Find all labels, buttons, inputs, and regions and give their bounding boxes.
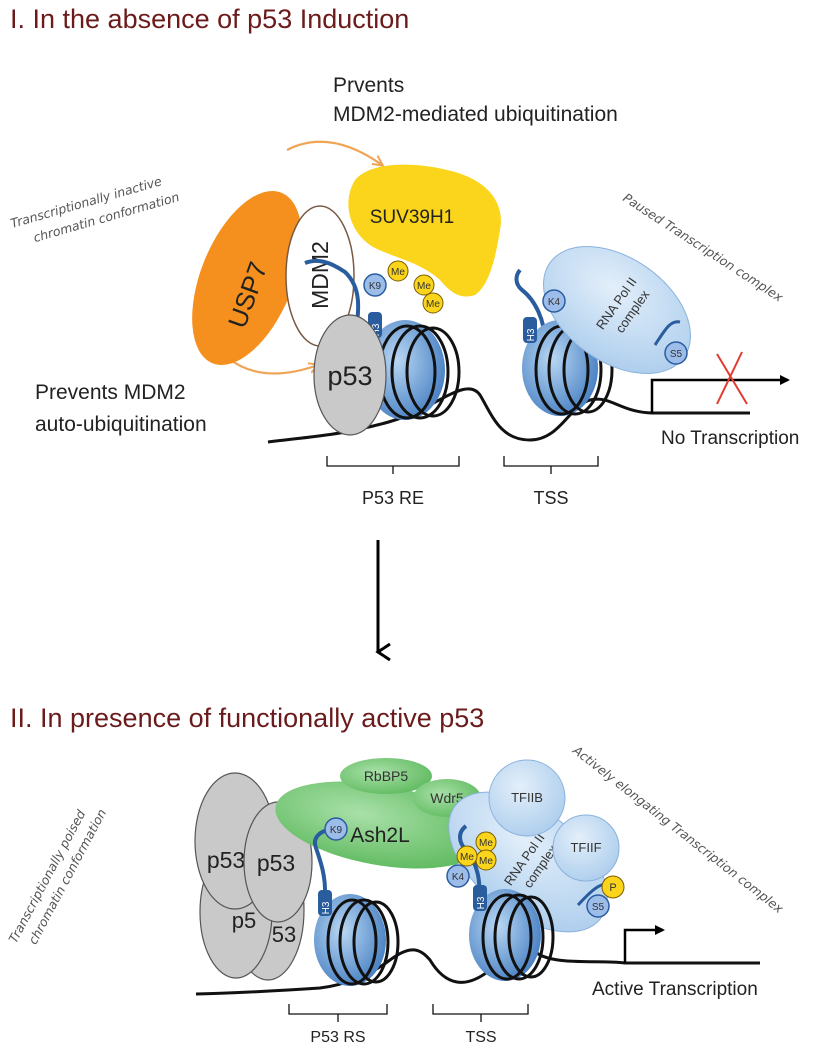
annotation-mdm2-ubiquitination: MDM2-mediated ubiquitination: [333, 103, 618, 126]
k4-mark-1: K4: [542, 289, 566, 313]
active-transcription-label: Active Transcription: [592, 979, 758, 1000]
rna-pol-ii-complex-1: RNA Pol II complex: [543, 246, 691, 374]
svg-text:53: 53: [272, 922, 296, 947]
orange-arrow-top: [286, 140, 382, 165]
svg-text:P: P: [609, 882, 616, 894]
region-tss-1: TSS: [533, 488, 568, 508]
panel1-heading: I. In the absence of p53 Induction: [10, 4, 409, 34]
svg-text:K4: K4: [452, 872, 465, 883]
inhibition-cross: [716, 351, 748, 405]
svg-text:p53: p53: [207, 847, 245, 873]
svg-text:Me: Me: [417, 281, 431, 292]
s5-mark-1: S5: [664, 341, 688, 365]
usp7-protein: USP7: [192, 190, 302, 366]
brace-tss-2: [432, 1004, 529, 1022]
svg-text:H3: H3: [371, 323, 382, 336]
annotation-auto-ubiquitination: auto-ubiquitination: [35, 413, 207, 436]
annotation-prevents: Prvents: [333, 74, 404, 97]
svg-text:Me: Me: [460, 852, 474, 863]
svg-text:H3: H3: [321, 901, 332, 914]
svg-text:K9: K9: [369, 281, 382, 292]
annotation-prevents-mdm2: Prevents MDM2: [35, 381, 186, 404]
nucleosome-3: H3: [314, 890, 400, 986]
svg-text:Me: Me: [479, 856, 493, 867]
s5-mark-2: S5: [586, 894, 610, 918]
svg-text:S5: S5: [670, 349, 683, 360]
svg-text:TFIIB: TFIIB: [511, 790, 543, 805]
svg-text:K9: K9: [330, 825, 343, 836]
svg-text:p53: p53: [327, 361, 372, 391]
region-tss-2: TSS: [465, 1029, 496, 1046]
methyl-marks-1: Me Me Me: [387, 260, 444, 314]
tss-arrow-1: [650, 375, 790, 413]
svg-text:TFIIF: TFIIF: [570, 840, 601, 855]
svg-text:H3: H3: [476, 896, 487, 909]
k4-mark-2: K4: [446, 864, 470, 888]
tss-arrow-2: [623, 925, 665, 963]
methyl-marks-2: Me Me Me: [456, 831, 497, 871]
svg-text:p53: p53: [257, 850, 295, 876]
svg-text:Me: Me: [426, 299, 440, 310]
svg-text:S5: S5: [592, 902, 605, 913]
svg-text:Wdr5: Wdr5: [430, 790, 464, 806]
side-note-inactive: Transcriptionally inactive chromatin con…: [9, 173, 181, 245]
svg-text:RbBP5: RbBP5: [364, 768, 409, 784]
orange-arrow-bottom: [227, 357, 318, 375]
region-p53-re: P53 RE: [362, 488, 424, 508]
k9-mark-1: K9: [363, 273, 387, 297]
svg-text:p5: p5: [232, 908, 256, 933]
nucleosome-1: H3: [365, 312, 461, 420]
svg-text:K4: K4: [548, 297, 561, 308]
h3-tail-k9-2: [313, 828, 333, 906]
svg-text:MDM2: MDM2: [307, 241, 333, 309]
k9-mark-2: K9: [324, 817, 348, 841]
region-p53-rs: P53 RS: [310, 1029, 365, 1046]
rbbp5-protein: RbBP5: [340, 758, 432, 794]
p53-cluster: 53 p5 p53 p53: [194, 772, 313, 981]
nucleosome-4: H3: [469, 885, 555, 981]
p53-protein-1: p53: [313, 314, 387, 436]
brace-p53-re: [326, 456, 460, 474]
h3-tail-k4-1: [514, 268, 547, 344]
svg-text:Ash2L: Ash2L: [350, 824, 410, 847]
ctd-tail-1: [653, 320, 681, 346]
svg-text:Me: Me: [391, 267, 405, 278]
brace-p53-rs: [288, 1004, 388, 1022]
svg-text:Me: Me: [479, 838, 493, 849]
panel2-heading: II. In presence of functionally active p…: [10, 703, 484, 733]
svg-text:H3: H3: [526, 328, 537, 341]
phospho-mark: P: [601, 875, 625, 899]
brace-tss-1: [503, 456, 599, 474]
no-transcription-label: No Transcription: [661, 428, 799, 449]
tfiib-protein: TFIIB: [488, 759, 566, 837]
tfiif-protein: TFIIF: [552, 814, 620, 882]
side-note-poised: Transcriptionally poised chromatin confo…: [5, 806, 109, 947]
svg-text:SUV39H1: SUV39H1: [370, 207, 455, 228]
suv39h1-protein: SUV39H1: [348, 164, 501, 297]
